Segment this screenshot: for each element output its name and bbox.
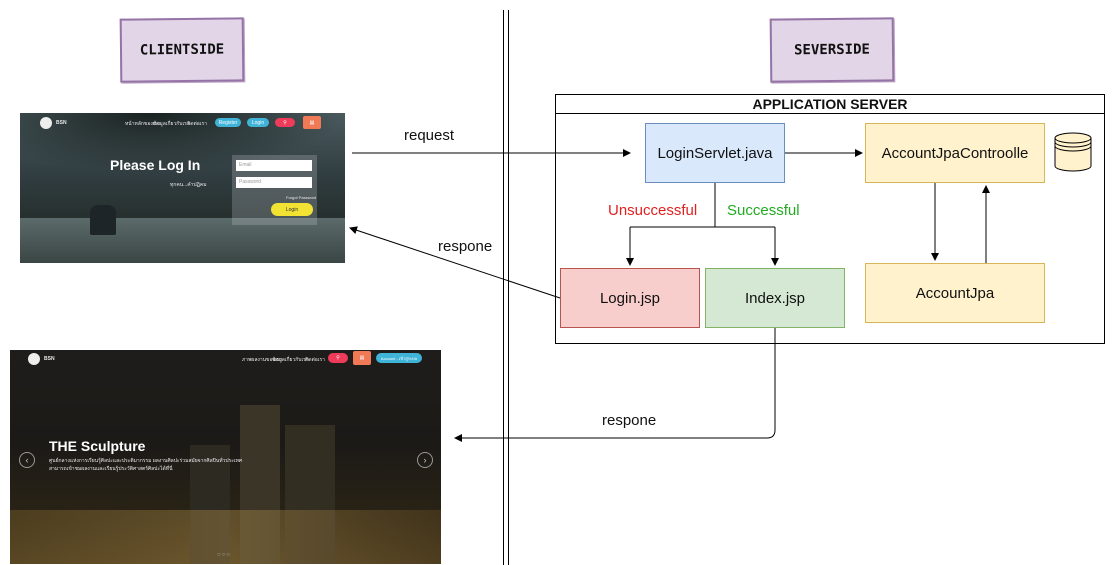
account-jpa-label: AccountJpa: [915, 284, 995, 302]
index-heading: THE Sculpture: [49, 438, 146, 454]
account-jpa-node: AccountJpa: [865, 263, 1045, 323]
password-field[interactable]: Password: [236, 177, 312, 188]
application-server-title: APPLICATION SERVER: [556, 95, 1104, 114]
city-skyline: [240, 405, 280, 564]
login-servlet-label: LoginServlet.java: [657, 144, 773, 162]
divider-right: [508, 10, 509, 565]
index-logo-icon: [28, 353, 40, 365]
nav-item-home[interactable]: หน้าหลักของเรา: [125, 121, 160, 127]
index-jsp-label: Index.jsp: [744, 289, 806, 307]
login-servlet-node: LoginServlet.java: [645, 123, 785, 183]
city-lights: [10, 510, 441, 564]
login-subheading: ทุกคน...คำปฏิคม: [170, 182, 207, 188]
index-nav-item-works[interactable]: ภาพผลงานของเรา: [242, 357, 283, 363]
respone-index-label: respone: [602, 412, 657, 429]
email-field[interactable]: Email: [236, 160, 312, 171]
unsuccessful-label: Unsuccessful: [608, 202, 698, 219]
index-nav-item-about[interactable]: ข้อมูลเกี่ยวกับเรา: [272, 357, 309, 363]
city-skyline-3: [190, 445, 230, 564]
index-page-screenshot: BSN ภาพผลงานของเรา ข้อมูลเกี่ยวกับเรา ติ…: [10, 350, 441, 564]
carousel-next-icon[interactable]: ›: [417, 452, 433, 468]
login-jsp-label: Login.jsp: [599, 289, 661, 307]
index-cart-icon[interactable]: ▤: [353, 351, 371, 365]
index-nav-item-contact[interactable]: ติดต่อเรา: [305, 357, 325, 363]
carousel-dots[interactable]: ○○○: [217, 552, 231, 558]
login-button[interactable]: Login: [271, 203, 313, 216]
forgot-password-link[interactable]: Forgot Password: [286, 195, 317, 200]
login-pill[interactable]: Login: [247, 118, 269, 127]
logo-icon: [40, 117, 52, 129]
database-icon: [1054, 132, 1092, 172]
index-brand-label: BSN: [44, 356, 55, 362]
city-skyline-2: [285, 425, 335, 564]
login-page-screenshot: BSN หน้าหลักของเรา ข้อมูลเกี่ยวกับเรา ติ…: [20, 113, 345, 263]
index-jsp-node: Index.jsp: [705, 268, 845, 328]
lake: [20, 218, 345, 263]
respone-index-arrow: [454, 328, 776, 442]
index-caption-line1: ศูนย์กลางแห่งการเรียนรู้ศิลปะและประติมาก…: [49, 458, 243, 464]
successful-label: Successful: [727, 202, 800, 219]
account-pill[interactable]: Account - เข้าสู่ระบบ: [376, 353, 422, 363]
account-controller-label: AccountJpaControolle: [881, 144, 1029, 162]
respone-login-label: respone: [438, 238, 493, 255]
carousel-prev-icon[interactable]: ‹: [19, 452, 35, 468]
login-heading: Please Log In: [110, 157, 201, 173]
respone-login-arrow: [349, 226, 561, 299]
nav-item-about[interactable]: ข้อมูลเกี่ยวกับเรา: [153, 121, 190, 127]
couple-silhouette: [90, 205, 116, 235]
index-caption-line2: สามารถเข้าชมผลงานและเรียนรู้ประวัติศาสตร…: [49, 466, 173, 472]
brand-label: BSN: [56, 120, 67, 126]
application-server-container: APPLICATION SERVER: [555, 94, 1105, 344]
login-jsp-node: Login.jsp: [560, 268, 700, 328]
register-pill[interactable]: Register: [215, 118, 241, 127]
index-search-icon[interactable]: ⚲: [328, 353, 348, 363]
divider-left: [503, 10, 504, 565]
request-label: request: [404, 127, 455, 144]
account-controller-node: AccountJpaControolle: [865, 123, 1045, 183]
nav-item-contact[interactable]: ติดต่อเรา: [187, 121, 207, 127]
search-icon[interactable]: ⚲: [275, 118, 295, 127]
cart-icon[interactable]: ▤: [303, 116, 321, 129]
